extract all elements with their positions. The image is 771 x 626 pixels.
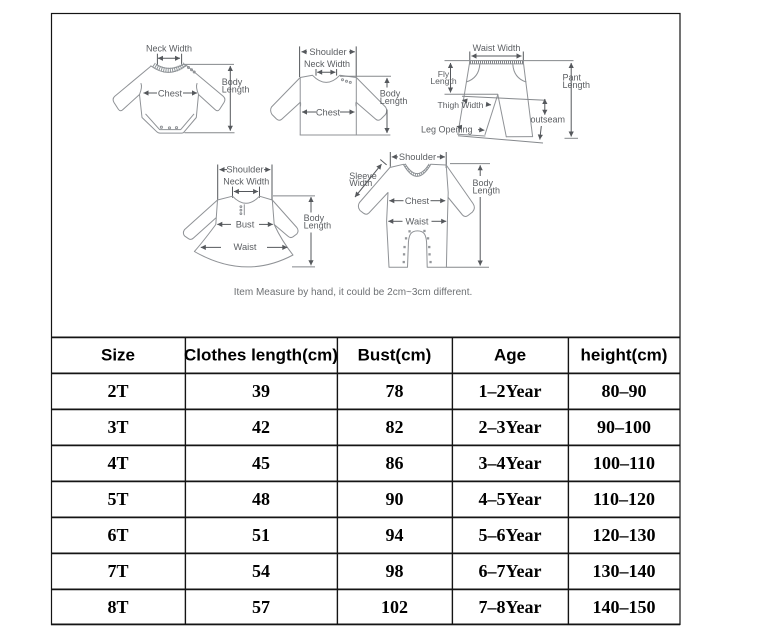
svg-text:86: 86 xyxy=(386,453,404,473)
svg-text:Neck Width: Neck Width xyxy=(304,59,350,69)
svg-text:Chest: Chest xyxy=(316,107,341,117)
svg-text:2–3Year: 2–3Year xyxy=(479,417,542,437)
svg-text:4T: 4T xyxy=(107,453,128,473)
svg-text:6–7Year: 6–7Year xyxy=(479,561,542,581)
svg-text:80–90: 80–90 xyxy=(602,381,647,401)
svg-text:5–6Year: 5–6Year xyxy=(479,525,542,545)
svg-text:Length: Length xyxy=(380,96,408,106)
svg-text:Pant: Pant xyxy=(563,72,582,82)
svg-text:Shoulder: Shoulder xyxy=(309,47,346,57)
svg-text:Waist Width: Waist Width xyxy=(473,43,521,53)
svg-text:Chest: Chest xyxy=(158,88,183,98)
svg-text:height(cm): height(cm) xyxy=(581,346,668,365)
svg-text:7T: 7T xyxy=(107,561,128,581)
svg-text:Body: Body xyxy=(473,178,494,188)
svg-text:54: 54 xyxy=(252,561,270,581)
svg-text:78: 78 xyxy=(386,381,404,401)
svg-text:57: 57 xyxy=(252,597,270,617)
svg-text:140–150: 140–150 xyxy=(593,597,656,617)
svg-text:3T: 3T xyxy=(107,417,128,437)
svg-text:90: 90 xyxy=(386,489,404,509)
svg-text:Shoulder: Shoulder xyxy=(399,152,436,162)
svg-text:Clothes length(cm): Clothes length(cm) xyxy=(184,346,338,365)
svg-text:48: 48 xyxy=(252,489,270,509)
svg-text:120–130: 120–130 xyxy=(593,525,656,545)
svg-text:3–4Year: 3–4Year xyxy=(479,453,542,473)
svg-text:102: 102 xyxy=(381,597,408,617)
svg-text:4–5Year: 4–5Year xyxy=(479,489,542,509)
svg-text:Body: Body xyxy=(304,213,325,223)
svg-text:Neck Width: Neck Width xyxy=(223,177,269,187)
svg-text:90–100: 90–100 xyxy=(597,417,651,437)
svg-text:Length: Length xyxy=(430,76,457,86)
svg-text:110–120: 110–120 xyxy=(593,489,655,509)
svg-text:Length: Length xyxy=(563,80,591,90)
svg-text:Neck Width: Neck Width xyxy=(146,43,192,53)
svg-text:39: 39 xyxy=(252,381,270,401)
svg-text:1–2Year: 1–2Year xyxy=(479,381,542,401)
svg-text:Leg Opening: Leg Opening xyxy=(421,124,473,134)
svg-text:Body: Body xyxy=(222,77,243,87)
svg-text:8T: 8T xyxy=(107,597,128,617)
svg-text:82: 82 xyxy=(386,417,404,437)
svg-text:Shoulder: Shoulder xyxy=(226,164,263,174)
svg-text:outseam: outseam xyxy=(531,115,566,125)
svg-text:Chest: Chest xyxy=(405,196,430,206)
svg-text:Length: Length xyxy=(304,220,332,230)
svg-text:Waist: Waist xyxy=(234,242,257,252)
svg-text:7–8Year: 7–8Year xyxy=(479,597,542,617)
svg-text:98: 98 xyxy=(386,561,404,581)
svg-text:42: 42 xyxy=(252,417,270,437)
svg-text:Thigh Width: Thigh Width xyxy=(438,100,484,110)
svg-text:51: 51 xyxy=(252,525,270,545)
svg-text:94: 94 xyxy=(386,525,404,545)
svg-text:Item Measure by hand, it could: Item Measure by hand, it could be 2cm~3c… xyxy=(234,287,473,298)
svg-text:100–110: 100–110 xyxy=(593,453,655,473)
svg-text:6T: 6T xyxy=(107,525,128,545)
svg-text:130–140: 130–140 xyxy=(593,561,656,581)
svg-text:Fly: Fly xyxy=(438,69,450,79)
svg-text:Age: Age xyxy=(494,346,526,365)
svg-text:Body: Body xyxy=(380,88,401,98)
svg-text:Bust(cm): Bust(cm) xyxy=(358,346,432,365)
svg-text:Length: Length xyxy=(222,84,250,94)
svg-text:Waist: Waist xyxy=(406,217,429,227)
svg-text:2T: 2T xyxy=(107,381,128,401)
svg-text:Length: Length xyxy=(473,186,501,196)
svg-text:45: 45 xyxy=(252,453,270,473)
svg-text:5T: 5T xyxy=(107,489,128,509)
svg-text:Bust: Bust xyxy=(236,220,255,230)
svg-text:Size: Size xyxy=(101,346,135,365)
